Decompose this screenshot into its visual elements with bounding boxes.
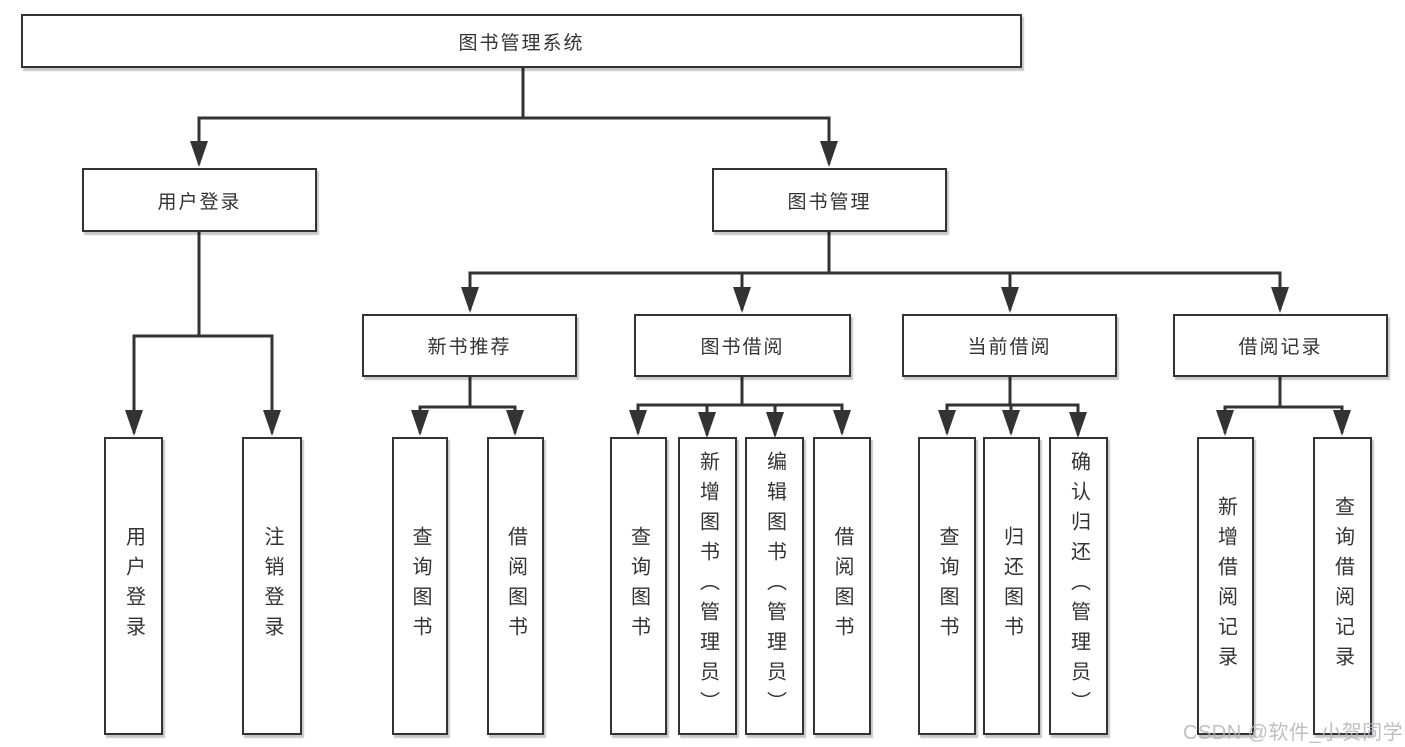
node-label: 借阅记录 (1238, 337, 1323, 358)
node-label: 当前借阅 (967, 337, 1052, 358)
leaf-add-books-admin: 新增图书（管理员） (678, 437, 737, 735)
node-label: 新书推荐 (427, 337, 512, 358)
node-label: 借阅图书 (504, 526, 527, 646)
leaf-return-books: 归还图书 (983, 437, 1040, 735)
node-label: 查询借阅记录 (1331, 496, 1354, 676)
leaf-query-books-borrowing: 查询图书 (610, 437, 667, 735)
leaf-query-books-current: 查询图书 (918, 437, 976, 735)
csdn-watermark: CSDN @软件_小贺同学 (1183, 722, 1404, 744)
node-label: 借阅图书 (831, 526, 853, 646)
node-current-borrowing: 当前借阅 (902, 314, 1117, 377)
leaf-logout: 注销登录 (242, 437, 302, 735)
node-label: 用户登录 (157, 191, 242, 213)
node-label: 查询图书 (409, 526, 431, 646)
leaf-query-borrow-record: 查询借阅记录 (1313, 437, 1372, 735)
node-label: 确认归还（管理员） (1067, 451, 1090, 721)
node-label: 图书借阅 (700, 337, 785, 358)
leaf-edit-books-admin: 编辑图书（管理员） (745, 437, 804, 735)
node-label: 用户登录 (122, 526, 145, 646)
leaf-borrow-books: 借阅图书 (813, 437, 871, 735)
node-new-book-recommend: 新书推荐 (362, 314, 577, 377)
leaf-user-login: 用户登录 (104, 437, 163, 735)
leaf-add-borrow-record: 新增借阅记录 (1197, 437, 1254, 735)
node-label: 图书管理系统 (458, 32, 585, 54)
node-library-management-system: 图书管理系统 (21, 14, 1022, 68)
node-label: 查询图书 (627, 526, 650, 646)
node-label: 新增借阅记录 (1214, 496, 1237, 676)
node-book-management: 图书管理 (712, 168, 947, 232)
node-borrowing-records: 借阅记录 (1173, 314, 1388, 377)
node-label: 注销登录 (261, 526, 283, 646)
leaf-borrow-books-recommend: 借阅图书 (487, 437, 544, 735)
leaf-query-books-recommend: 查询图书 (392, 437, 448, 735)
node-book-borrowing: 图书借阅 (634, 314, 851, 377)
leaf-confirm-return-admin: 确认归还（管理员） (1049, 437, 1108, 735)
node-label: 查询图书 (936, 526, 958, 646)
node-label: 编辑图书（管理员） (763, 451, 786, 721)
node-label: 图书管理 (787, 191, 872, 213)
node-label: 新增图书（管理员） (696, 451, 719, 721)
node-user-login: 用户登录 (82, 168, 317, 232)
node-label: 归还图书 (1000, 526, 1023, 646)
